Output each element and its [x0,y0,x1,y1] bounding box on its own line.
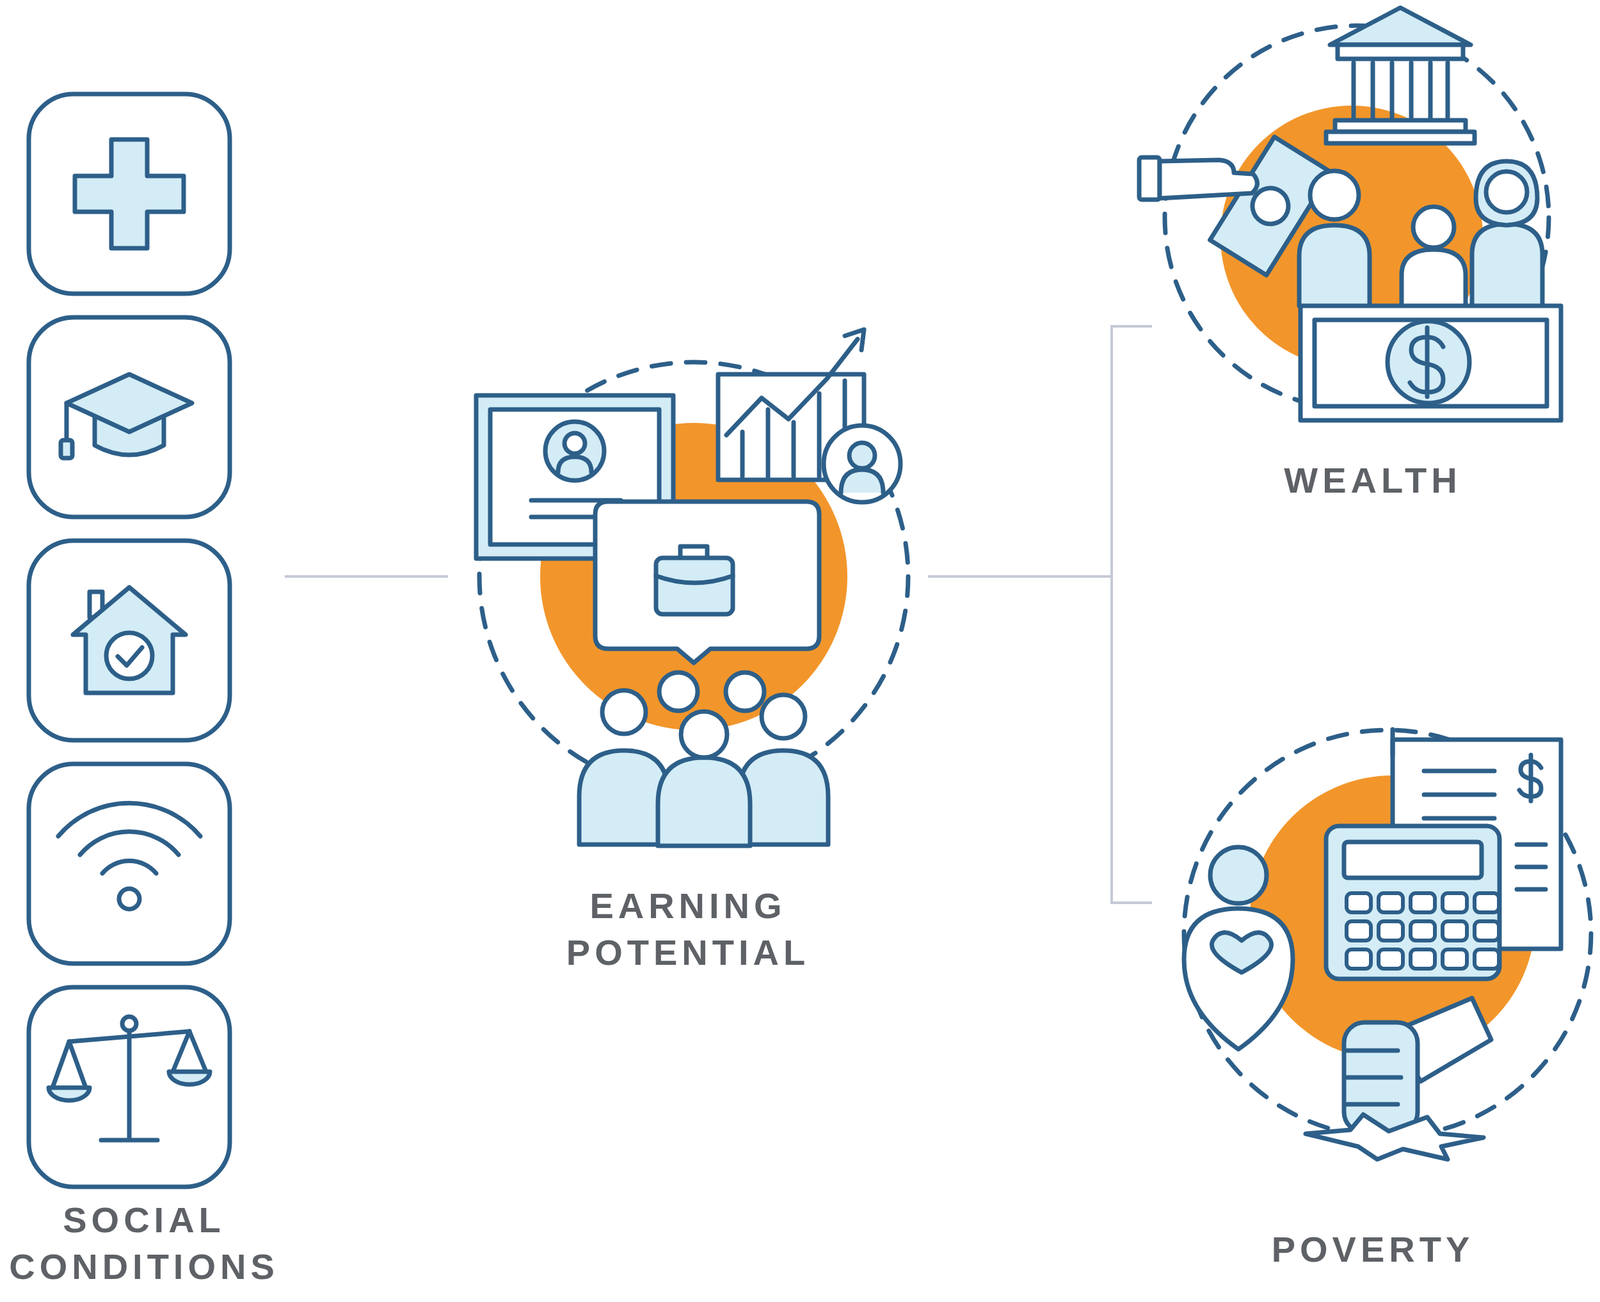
earning-potential-illustration-part [479,362,909,792]
wifi-icon [58,803,201,910]
earning-potential-illustration-part [840,469,884,493]
health-cross-icon [74,139,184,249]
wealth-illustration-part [1326,131,1475,144]
justice-scales-icon-part [48,1088,90,1101]
connector-line [928,576,1152,904]
node-label: SOCIAL CONDITIONS [3,1197,285,1291]
wealth-illustration-part [1310,170,1359,220]
health-cross-icon-part [74,139,184,249]
poverty-illustration-part [1184,730,1592,1138]
house-icon-part [72,587,186,694]
wealth-group: WEALTH [1152,0,1594,512]
graduation-cap-icon-part [60,440,73,459]
justice-scales-icon-part [101,1027,158,1141]
wifi-icon-part [102,861,157,874]
social-icon-column-part [28,317,230,518]
earning-potential-illustration-part [595,501,820,664]
poverty-illustration-part [1344,842,1482,879]
house-icon [72,587,186,694]
wealth-illustration-part [1486,171,1528,213]
justice-scales-icon-part [168,1072,210,1085]
poverty-illustration-part [1305,1114,1484,1160]
graduation-cap-icon-part [64,403,70,441]
earning-potential-illustration-part [849,442,875,469]
node-label: POVERTY [1271,1226,1475,1274]
justice-scales-icon-part [172,1031,207,1072]
wealth-illustration-part [1314,320,1547,407]
connector-line [928,326,1152,577]
wealth-illustration-part [1387,321,1470,404]
earning-potential-illustration-part [823,425,901,503]
earning-potential-illustration-part [659,672,698,712]
house-icon-part [106,632,153,680]
poverty-illustration-part [1344,890,1504,976]
earning-potential-illustration-part [564,433,585,454]
poverty-group: POVERTY [1152,697,1594,1300]
social-icon-column [28,94,230,1188]
earning-potential-illustration-part [602,690,646,735]
wealth-illustration-part [1329,7,1471,45]
justice-scales-icon-part [122,1016,137,1032]
earning-potential-illustration-part [545,421,605,481]
earning-potential-illustration-part [657,757,751,847]
poverty-illustration [1184,729,1592,1160]
earning-potential-illustration-part [656,558,733,615]
poverty-illustration-part [1210,847,1267,904]
poverty-illustration-part [1211,933,1272,974]
poverty-illustration-part [1390,729,1396,756]
social-conditions-group: SOCIAL CONDITIONS [3,83,285,1296]
node-label: WEALTH [1283,457,1462,505]
wealth-illustration-part [1300,305,1561,421]
earning-potential-illustration-part [579,750,669,845]
earning-potential-group: EARNING POTENTIAL [448,320,928,986]
connector-line [284,575,448,578]
wifi-icon-part [80,832,179,856]
wealth-illustration-part [1139,157,1160,200]
poverty-illustration-part [1344,1022,1418,1133]
social-icon-column-part [28,764,230,964]
wealth-illustration-part [1353,62,1448,120]
earning-potential-illustration-part [680,711,728,758]
justice-scales-icon-part [52,1041,86,1088]
wealth-illustration-part [1409,327,1444,397]
node-label: EARNING POTENTIAL [528,883,848,977]
earning-potential-illustration-part [656,576,733,584]
graduation-cap-icon [60,374,192,459]
wealth-illustration-part [1475,161,1538,226]
poverty-illustration-part [1346,1050,1401,1105]
earning-potential-illustration-part [558,456,592,473]
wealth-illustration-part [1472,224,1543,306]
earning-potential-illustration-part [726,339,858,436]
wealth-illustration-part [1159,160,1258,199]
wealth-illustration-part [1413,206,1455,248]
earning-potential-illustration-part [725,672,765,712]
wealth-illustration [1139,7,1561,421]
poverty-illustration-part [1184,908,1293,1050]
wealth-illustration-part [1337,44,1464,59]
justice-scales-icon [48,1016,210,1141]
wifi-icon-part [58,803,201,837]
earning-potential-illustration [476,329,909,847]
social-icon-column-part [28,540,230,741]
social-icon-column-part [28,987,230,1188]
earning-potential-illustration-part [844,329,864,351]
poverty-illustration-part [1519,755,1542,802]
wifi-icon-part [119,888,140,910]
social-icon-column-part [28,94,230,294]
graduation-cap-icon-part [66,374,192,432]
wealth-illustration-part [1401,249,1466,306]
wealth-illustration-part [1164,25,1549,410]
house-icon-part [117,647,143,666]
wealth-illustration-part [1299,225,1370,306]
earning-potential-illustration-part [761,695,806,739]
